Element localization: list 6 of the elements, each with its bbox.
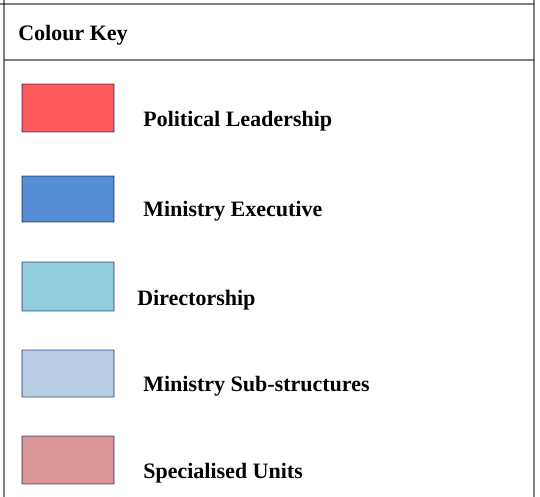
legend-label: Specialised Units (144, 462, 302, 483)
legend-label: Ministry Sub-structures (144, 376, 369, 396)
legend-label: Ministry Executive (144, 200, 322, 221)
legend-title: Colour Key (19, 24, 128, 45)
legend-label: Political Leadership (144, 110, 332, 131)
legend-label: Directorship (138, 290, 254, 310)
